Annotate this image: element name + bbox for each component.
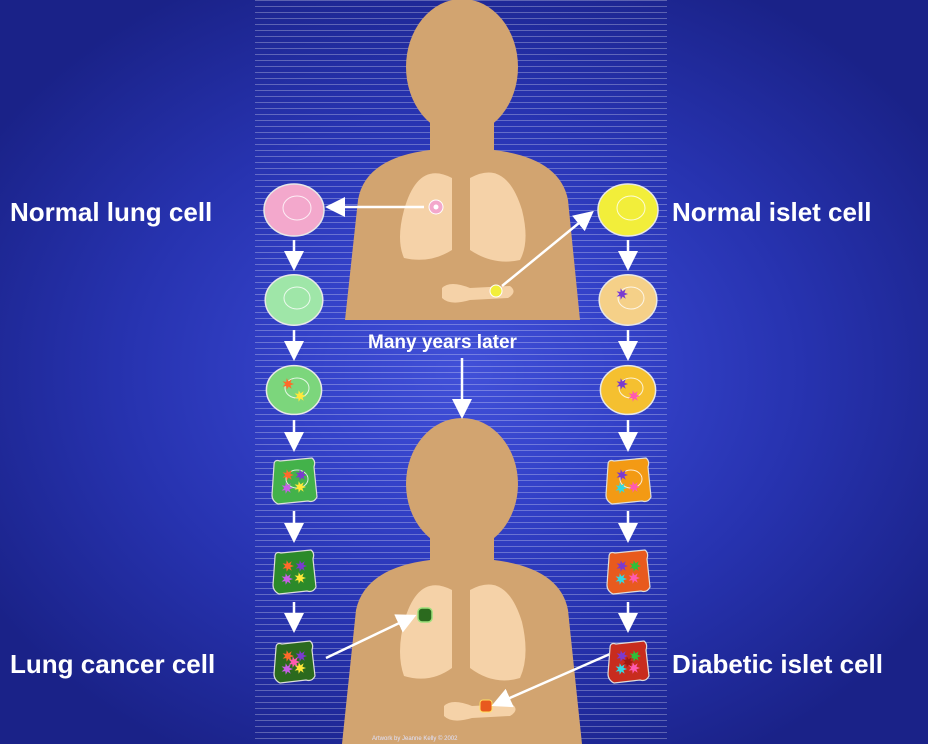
bottom-islet-cell-marker xyxy=(480,700,492,712)
lung-cancer-cell-label: Lung cancer cell xyxy=(10,649,215,679)
islet-cell-stage-1 xyxy=(598,184,658,236)
bottom-lung-cancer-marker xyxy=(418,608,432,622)
islet-cell-stage-6 xyxy=(608,641,649,683)
lung-cell-stage-5 xyxy=(273,550,316,594)
normal-lung-cell-label: Normal lung cell xyxy=(10,197,212,227)
bottom-person xyxy=(342,418,582,744)
normal-islet-cell-label: Normal islet cell xyxy=(672,197,871,227)
lung-cell-stage-1 xyxy=(264,184,324,236)
top-head xyxy=(406,0,518,135)
bottom-head xyxy=(406,418,518,550)
lung-cell-stage-2 xyxy=(265,275,323,325)
lung-cell-progression xyxy=(264,184,324,683)
islet-cell-stage-2 xyxy=(599,275,657,325)
lung-cell-stage-4 xyxy=(272,458,317,504)
lung-cell-stage-3 xyxy=(266,366,321,415)
islet-cell-progression xyxy=(598,184,658,683)
top-islet-cell-marker xyxy=(490,285,502,297)
islet-cell-stage-5 xyxy=(607,550,650,594)
top-person xyxy=(345,0,580,320)
artwork-credit: Artwork by Jeanne Kelly © 2002 xyxy=(372,736,457,742)
many-years-later-label: Many years later xyxy=(368,332,517,354)
diabetic-islet-cell-label: Diabetic islet cell xyxy=(672,649,883,679)
islet-cell-stage-4 xyxy=(606,458,651,504)
lung-cell-stage-6 xyxy=(274,641,315,683)
islet-cell-stage-3 xyxy=(600,366,655,415)
